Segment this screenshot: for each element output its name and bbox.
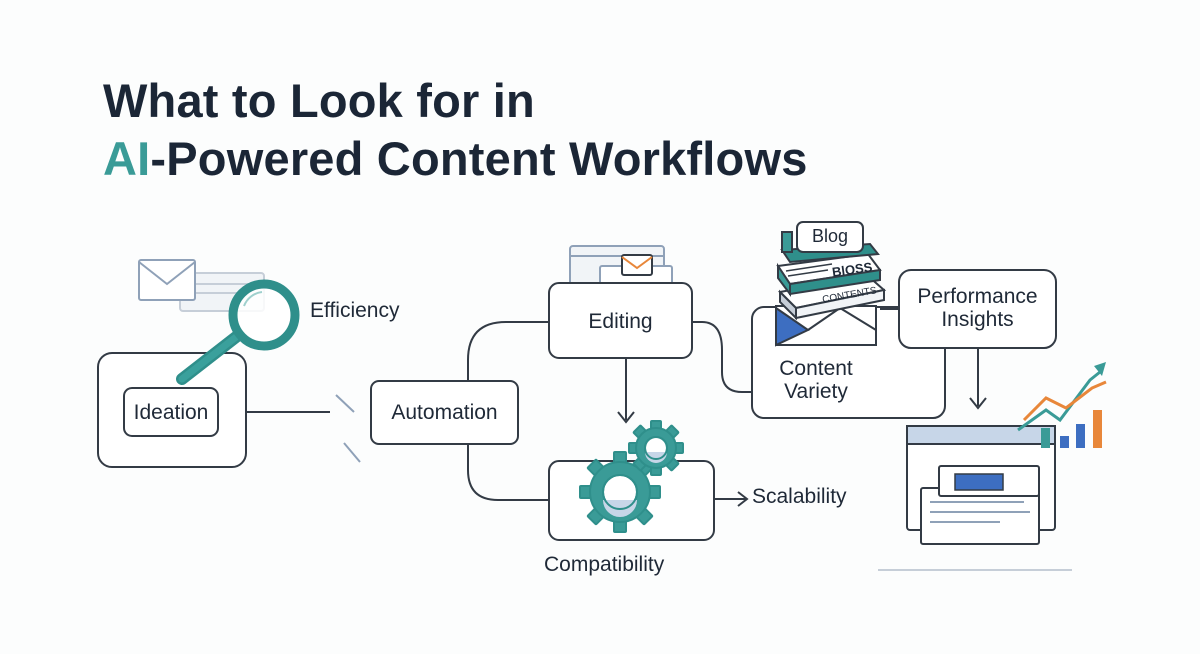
content-variety-line2: Variety	[784, 380, 848, 404]
title-line-1: What to Look for in	[103, 74, 535, 127]
connector	[467, 444, 549, 501]
connector	[692, 321, 752, 393]
scalability-label: Scalability	[752, 485, 847, 508]
editing-node[interactable]	[548, 282, 693, 359]
automation-label: Automation	[391, 401, 498, 424]
editing-label: Editing	[588, 310, 653, 333]
gears-icon	[579, 420, 684, 533]
content-variety-line1: Content	[779, 357, 853, 380]
performance-insights-line2: Insights	[941, 308, 1014, 332]
book-label-blog: Blog	[811, 226, 849, 246]
connector	[467, 321, 549, 381]
compatibility-label: Compatibility	[544, 553, 665, 576]
page-title: What to Look for in AI-Powered Content W…	[103, 72, 808, 188]
motion-mark	[335, 394, 355, 413]
dashboard-window-icon	[878, 425, 1072, 571]
motion-mark	[343, 442, 361, 463]
browser-window-icon	[569, 245, 673, 287]
performance-insights-line1: Performance	[917, 285, 1038, 308]
automation-node[interactable]	[370, 380, 519, 445]
chart-icon	[1017, 362, 1107, 448]
arrow-head	[737, 491, 749, 507]
magnifier-icon	[176, 279, 300, 385]
efficiency-label: Efficiency	[310, 299, 400, 322]
title-accent: AI	[103, 132, 151, 185]
title-rest: -Powered Content Workflows	[150, 132, 808, 185]
title-line-2: AI-Powered Content Workflows	[103, 130, 808, 188]
performance-insights-label: Performance Insights	[899, 285, 1056, 331]
content-variety-label: Content Variety	[756, 357, 876, 403]
ideation-node[interactable]	[123, 387, 219, 437]
arrow-head	[617, 411, 635, 424]
ideation-label: Ideation	[133, 401, 209, 424]
arrow-head	[969, 397, 987, 410]
book-stack-icon	[775, 221, 887, 347]
